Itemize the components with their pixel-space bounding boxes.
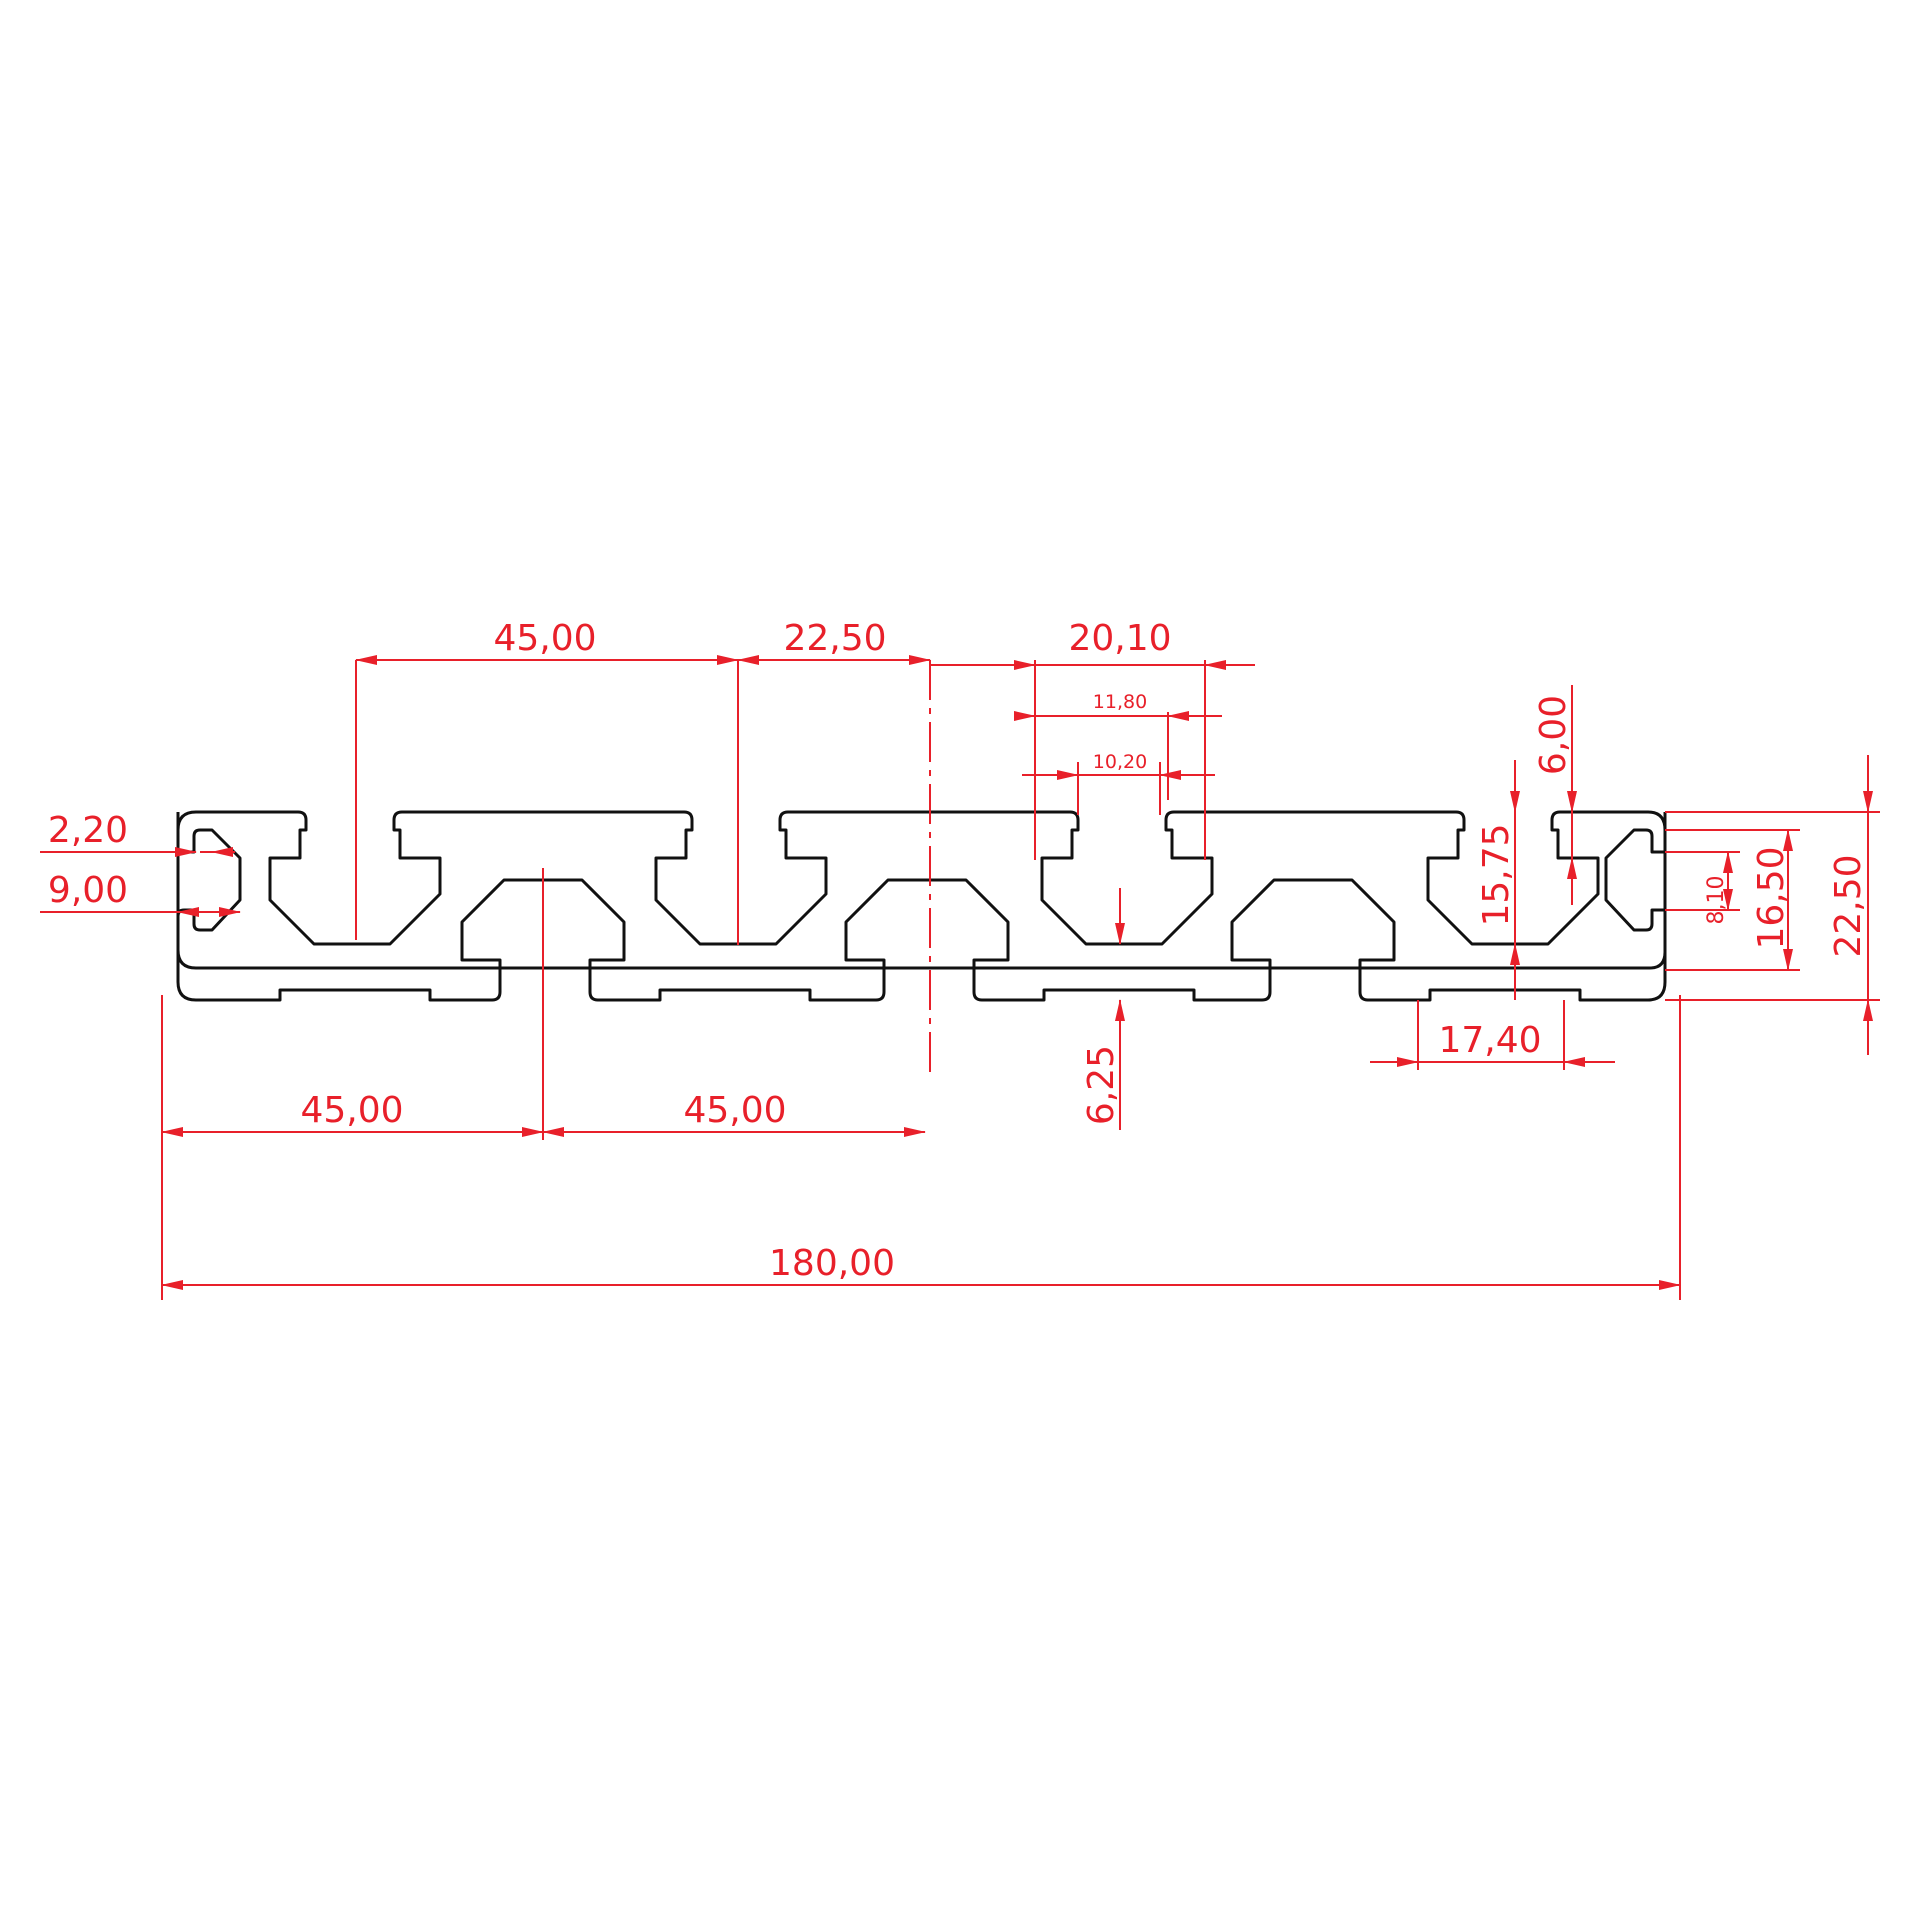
dimensions-layer: 45,00 22,50 20,10 11,80 (40, 618, 1880, 1300)
dim-22-50-right: 22,50 (1665, 755, 1880, 1055)
dim-text-8-10: 8,10 (1704, 876, 1729, 925)
dim-top-45: 45,00 (355, 618, 739, 940)
dim-top-22-50: 22,50 (737, 618, 931, 945)
dim-180: 180,00 (161, 995, 1681, 1300)
dim-6-25: 6,25 (1081, 888, 1125, 1130)
dim-2-20: 2,20 (40, 810, 235, 857)
dim-16-50: 16,50 (1665, 829, 1800, 971)
dim-text-top-20-10: 20,10 (1068, 618, 1171, 659)
dim-text-6-00: 6,00 (1533, 695, 1574, 775)
dim-text-11-80: 11,80 (1093, 691, 1147, 713)
dim-text-top-45: 45,00 (493, 618, 596, 659)
dim-8-10: 8,10 (1665, 851, 1740, 925)
dim-text-top-22-50: 22,50 (783, 618, 886, 659)
dim-text-bottom-45-left: 45,00 (300, 1090, 403, 1131)
dim-17-40: 17,40 (1370, 1000, 1615, 1070)
dim-15-75: 15,75 (1476, 760, 1520, 1000)
dim-text-6-25: 6,25 (1081, 1045, 1122, 1125)
dim-6-00: 6,00 (1533, 685, 1577, 905)
dim-text-16-50: 16,50 (1751, 846, 1792, 949)
profile-left-end-slot (176, 810, 242, 1002)
dim-text-22-50-right: 22,50 (1828, 854, 1869, 957)
profile-top-edge (196, 810, 1667, 946)
dim-10-20: 10,20 (1022, 751, 1215, 815)
dim-bottom-45-left: 45,00 (161, 868, 544, 1300)
profile-right-end-slot (1604, 828, 1667, 982)
dim-text-2-20: 2,20 (48, 810, 128, 851)
dim-text-bottom-45-right: 45,00 (683, 1090, 786, 1131)
dim-text-10-20: 10,20 (1093, 751, 1147, 773)
dim-top-20-10: 20,10 (930, 618, 1255, 860)
dim-text-17-40: 17,40 (1438, 1020, 1541, 1061)
dim-text-9-00: 9,00 (48, 870, 128, 911)
dim-11-80: 11,80 (1014, 691, 1222, 800)
dim-bottom-45-right: 45,00 (542, 1090, 926, 1137)
dim-9-00: 9,00 (40, 870, 241, 917)
dim-text-180: 180,00 (769, 1243, 895, 1284)
dim-text-15-75: 15,75 (1476, 823, 1517, 926)
aluminium-profile-outline (176, 810, 1667, 1002)
